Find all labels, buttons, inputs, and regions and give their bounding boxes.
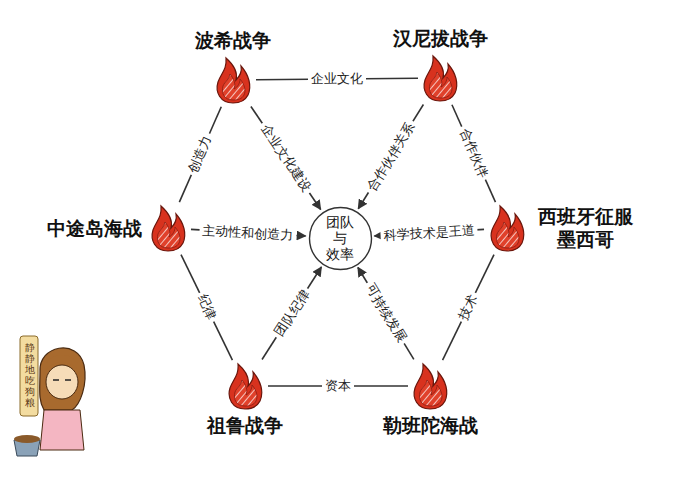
battle-name: 祖鲁战争: [207, 414, 283, 437]
connector: [251, 106, 321, 209]
connector: [443, 255, 494, 361]
flame-outline: [217, 58, 250, 103]
mascot-eye: [53, 379, 59, 381]
flame-icon: [225, 362, 265, 410]
battle-name: 中途岛海战: [47, 217, 142, 240]
connector: [358, 267, 414, 359]
flame-hatch: [419, 380, 442, 406]
edge-label: 可持续发展: [361, 279, 411, 348]
flame-icon: [487, 204, 527, 252]
edge-label: 企业文化建设: [256, 119, 316, 197]
edge-label: 团队纪律: [269, 285, 313, 342]
edge-label: 纪律: [193, 290, 221, 326]
mascot-eye: [65, 379, 71, 381]
edge-label: 科学技术是王道: [380, 222, 478, 243]
flame-icon: [420, 54, 460, 102]
battle-name: 波希战争: [195, 29, 271, 52]
hub-ring: [309, 207, 371, 269]
mascot-figure: [14, 336, 85, 456]
battle-node: 波希战争: [213, 56, 253, 104]
battle-name: 汉尼拔战争: [393, 27, 488, 50]
watermark-text: 静静地吃狗粮: [25, 342, 35, 408]
edge-label: 主动性和创造力: [199, 222, 297, 243]
flame-outline: [229, 364, 262, 409]
battle-node: 祖鲁战争: [225, 362, 265, 410]
battle-name: 勒班陀海战: [383, 414, 478, 437]
dog-food: [14, 435, 40, 443]
mascot-fringe: [46, 355, 78, 370]
connector: [452, 105, 496, 202]
connector: [358, 105, 423, 209]
battle-name: 西班牙征服 墨西哥: [533, 205, 637, 251]
edge-label: 技术: [454, 290, 482, 326]
connector: [181, 255, 232, 361]
flame-icon: [148, 204, 188, 252]
mascot-face: [46, 365, 78, 399]
battle-node: 汉尼拔战争: [420, 54, 460, 102]
flame-hatch: [222, 74, 245, 100]
edge-label: 合作伙伴: [455, 124, 493, 183]
battle-node: 中途岛海战: [148, 204, 188, 252]
flame-outline: [414, 364, 447, 409]
battle-node: 西班牙征服 墨西哥: [487, 204, 527, 252]
flame-outline: [491, 206, 524, 251]
flame-outline: [152, 206, 185, 251]
connector: [179, 107, 221, 202]
flame-hatch: [496, 222, 519, 248]
edge-label: 创造力: [184, 131, 216, 178]
hub-text: 团队 与 效率: [325, 214, 355, 262]
flame-hatch: [234, 380, 257, 406]
edge-label: 资本: [322, 378, 354, 394]
flame-icon: [213, 56, 253, 104]
connector: [262, 267, 321, 359]
flame-icon: [410, 362, 450, 410]
mascot-hair: [40, 348, 85, 410]
battle-node: 勒班陀海战: [410, 362, 450, 410]
flame-hatch: [157, 222, 180, 248]
edge-label: 企业文化: [308, 71, 366, 87]
mascot-tag: [20, 336, 38, 416]
mascot-body: [40, 410, 84, 450]
edge-label: 合作伙伴关系: [362, 117, 420, 196]
flame-outline: [424, 56, 457, 101]
hub-circle: 团队 与 效率: [308, 206, 373, 271]
flame-hatch: [429, 72, 452, 98]
